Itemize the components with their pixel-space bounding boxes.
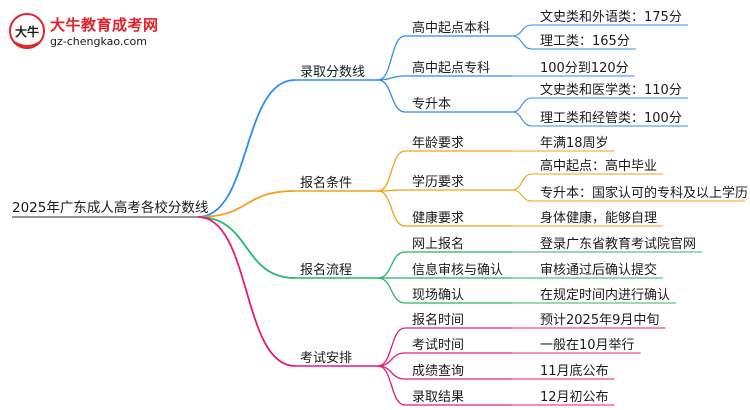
connector-b1-2 <box>377 79 406 113</box>
leaf-b1-1-0: 100分到120分 <box>540 61 629 76</box>
node-b4-2-label: 成绩查询 <box>412 364 464 379</box>
leaf-b4-1-0: 一般在10月举行 <box>540 337 635 353</box>
connector-b1-2-1 <box>511 111 533 127</box>
branch-b1-label: 录取分数线 <box>300 65 365 80</box>
connector-b1-2-0 <box>511 97 533 113</box>
logo-title: 大牛教育成考网 <box>50 16 159 34</box>
connector-root-b4 <box>197 216 296 367</box>
connector-b4-1 <box>377 352 406 367</box>
logo-badge-text: 大牛 <box>15 24 39 39</box>
leaf-b1-2-1: 理工类和经管类：100分 <box>540 111 682 126</box>
connector-root-b1 <box>197 79 296 218</box>
connector-b2-1-1 <box>511 189 533 202</box>
node-b2-1-label: 学历要求 <box>412 174 464 190</box>
node-b3-1-label: 信息审核与确认 <box>412 262 503 278</box>
node-b2-2-label: 健康要求 <box>412 210 464 226</box>
connector-root-b3 <box>197 216 296 279</box>
branch-b2-label: 报名条件 <box>300 175 352 191</box>
leaf-b4-2-0: 11月底公布 <box>540 363 609 379</box>
leaf-b3-2-0: 在规定时间内进行确认 <box>540 287 670 303</box>
leaf-b1-2-0: 文史类和医学类：110分 <box>540 82 682 98</box>
connector-b3-2 <box>377 277 406 304</box>
connector-b4-0 <box>377 327 406 367</box>
connector-b2-2 <box>377 190 406 227</box>
connector-b2-0 <box>377 150 406 192</box>
branch-b4-label: 考试安排 <box>300 351 352 366</box>
connector-b4-3 <box>377 365 406 406</box>
leaf-b1-0-1: 理工类：165分 <box>540 34 630 49</box>
connector-b2-1-0 <box>511 173 533 191</box>
connector-b1-0-0 <box>511 24 533 37</box>
node-b2-0-label: 年龄要求 <box>412 136 464 151</box>
leaf-b4-3-0: 12月初公布 <box>540 390 609 405</box>
node-b4-0-label: 报名时间 <box>412 312 464 328</box>
logo-url: gz-chengkao.com <box>50 35 147 48</box>
leaf-b2-1-1: 专升本：国家认可的专科及以上学历 <box>540 185 748 201</box>
leaf-b2-0-0: 年满18周岁 <box>540 136 609 151</box>
leaf-b1-0-0: 文史类和外语类：175分 <box>540 10 682 25</box>
node-b3-2-label: 现场确认 <box>412 288 464 303</box>
leaf-b3-1-0: 审核通过后确认提交 <box>540 262 657 278</box>
site-logo[interactable]: 大牛 大牛教育成考网 gz-chengkao.com <box>8 12 198 56</box>
node-b4-1-label: 考试时间 <box>412 338 464 353</box>
node-b1-2-label: 专升本 <box>412 97 451 112</box>
node-b1-1-label: 高中起点专科 <box>412 60 490 76</box>
node-b1-0-label: 高中起点本科 <box>412 20 490 36</box>
connector-b1-1 <box>377 75 406 81</box>
leaf-b2-2-0: 身体健康，能够自理 <box>540 210 657 226</box>
leaf-b2-1-0: 高中起点：高中毕业 <box>540 158 657 174</box>
branch-b3-label: 报名流程 <box>300 262 352 278</box>
connector-b3-0 <box>377 251 406 279</box>
root-node: 2025年广东成人高考各校分数线 <box>12 199 208 216</box>
leaf-b4-0-0: 预计2025年9月中旬 <box>540 313 659 328</box>
connector-root-b2 <box>197 190 296 218</box>
leaf-b3-0-0: 登录广东省教育考试院官网 <box>540 236 696 252</box>
connector-b1-0 <box>377 35 406 81</box>
node-b4-3-label: 录取结果 <box>412 390 464 405</box>
connector-b1-0-1 <box>511 35 533 50</box>
logo-badge-icon: 大牛 <box>9 13 45 49</box>
node-b3-0-label: 网上报名 <box>412 236 464 252</box>
